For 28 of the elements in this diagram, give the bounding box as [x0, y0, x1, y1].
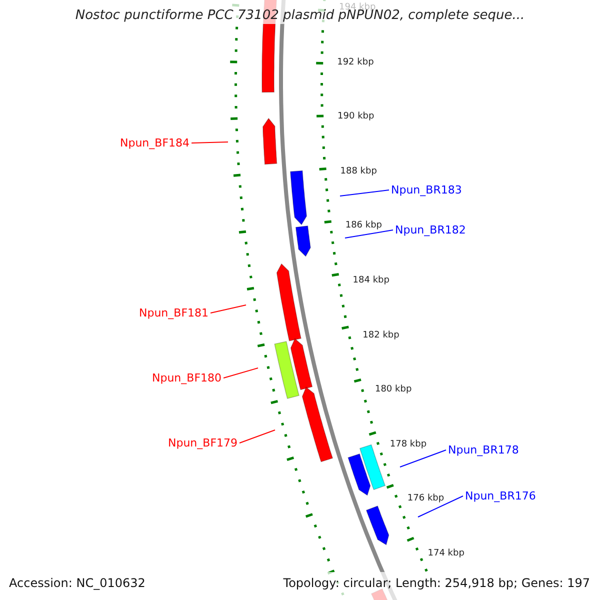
leader-line [340, 190, 390, 196]
gene-label: Npun_BF184 [120, 136, 190, 150]
scale-label: 176 kbp [407, 494, 444, 505]
leader-line [344, 230, 394, 238]
leader-line [223, 368, 258, 378]
leader-line [400, 450, 446, 468]
scale-label: 178 kbp [390, 439, 427, 450]
accession-text: Accession: NC_010632 [9, 576, 146, 590]
scale-label: 188 kbp [340, 166, 377, 178]
gene-label: Npun_BF181 [139, 306, 209, 320]
gene-label: Npun_BR178 [448, 443, 519, 457]
leader-line [418, 496, 464, 518]
leader-line [239, 430, 276, 444]
gene-label: Npun_BR183 [391, 183, 462, 197]
gene-label: Npun_BR182 [395, 223, 466, 237]
scale-label: 192 kbp [337, 57, 374, 68]
leader-line [191, 142, 228, 144]
scale-label: 186 kbp [345, 221, 382, 232]
gene-label: Npun_BR176 [465, 489, 536, 503]
gene-label: Npun_BF179 [168, 436, 238, 450]
scale-label: 174 kbp [428, 548, 464, 560]
scale-label: 190 kbp [338, 112, 374, 123]
scale-label: 180 kbp [374, 384, 412, 396]
summary-text: Topology: circular; Length: 254,918 bp; Genes: 197 [283, 576, 590, 590]
scale-label: 184 kbp [352, 276, 390, 286]
scale-label: 182 kbp [362, 330, 400, 341]
leader-line [210, 304, 246, 314]
gene-label: Npun_BF180 [152, 371, 222, 385]
